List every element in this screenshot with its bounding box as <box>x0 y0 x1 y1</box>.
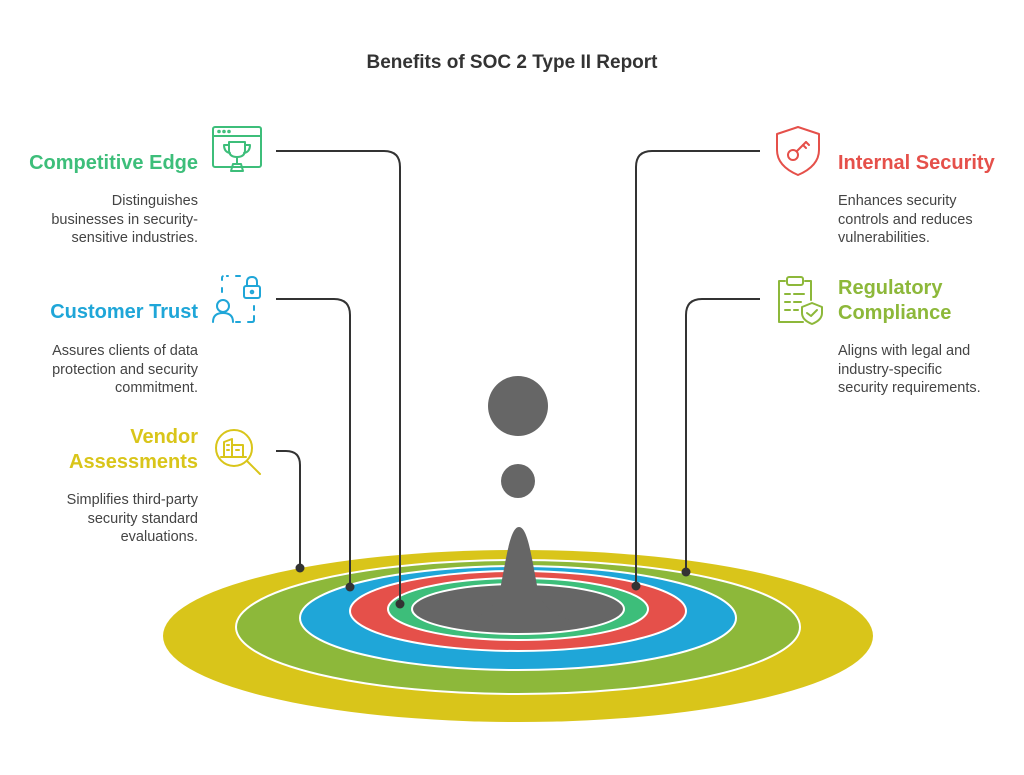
internal-security-heading: Internal Security <box>838 152 995 174</box>
desc-line: industry-specific <box>838 361 942 378</box>
shield-key-icon <box>771 124 825 178</box>
heading-line: Compliance <box>838 302 952 324</box>
connector-customer-trust <box>276 298 351 587</box>
desc-line: vulnerabilities. <box>838 230 930 246</box>
desc-line: commitment. <box>115 380 198 396</box>
heading-line: Assessments <box>69 451 198 473</box>
desc-line: controls and reduces <box>838 211 973 228</box>
desc-line: Assures clients of data <box>52 343 198 359</box>
desc-line: Simplifies third-party <box>66 492 198 508</box>
droplet-large <box>488 376 548 436</box>
regulatory-compliance-heading: Regulatory Compliance <box>838 276 951 326</box>
anchor-customer-trust <box>345 582 355 592</box>
vendor-assessments-description: Simplifies third-party security standard… <box>67 491 198 547</box>
trophy-browser-icon <box>210 124 264 178</box>
diagram-title: Benefits of SOC 2 Type II Report <box>366 52 658 73</box>
desc-line: security standard <box>87 510 198 527</box>
clipboard-check-icon <box>771 272 825 326</box>
desc-line: security requirements. <box>838 380 981 396</box>
heading-line: Vendor <box>130 426 198 448</box>
regulatory-compliance-description: Aligns with legal and industry-specific … <box>838 342 981 398</box>
competitive-edge-description: Distinguishes businesses in security- se… <box>51 192 198 248</box>
desc-line: businesses in security- <box>51 211 198 228</box>
desc-line: Enhances security <box>838 193 957 209</box>
anchor-regulatory-compliance <box>681 567 691 577</box>
user-lock-icon <box>210 272 264 326</box>
anchor-internal-security <box>631 581 641 591</box>
heading-line: Regulatory <box>838 277 943 299</box>
building-magnifier-icon <box>210 424 264 478</box>
anchor-competitive-edge <box>395 599 405 609</box>
connector-regulatory-compliance <box>685 298 760 572</box>
vendor-assessments-heading: Vendor Assessments <box>69 425 198 475</box>
customer-trust-heading: Customer Trust <box>50 301 198 323</box>
connector-internal-security <box>635 150 760 586</box>
desc-line: Aligns with legal and <box>838 343 971 359</box>
anchor-vendor-assessments <box>295 563 305 573</box>
droplet-splash <box>450 527 590 624</box>
droplet-small <box>501 464 535 498</box>
competitive-edge-heading: Competitive Edge <box>29 152 198 174</box>
desc-line: sensitive industries. <box>71 230 198 246</box>
desc-line: Distinguishes <box>111 193 198 209</box>
internal-security-description: Enhances security controls and reduces v… <box>838 192 973 248</box>
desc-line: evaluations. <box>120 529 198 545</box>
connector-competitive-edge <box>276 150 401 604</box>
connector-vendor-assessments <box>276 450 301 568</box>
desc-line: protection and security <box>52 361 198 378</box>
customer-trust-description: Assures clients of data protection and s… <box>52 342 198 398</box>
